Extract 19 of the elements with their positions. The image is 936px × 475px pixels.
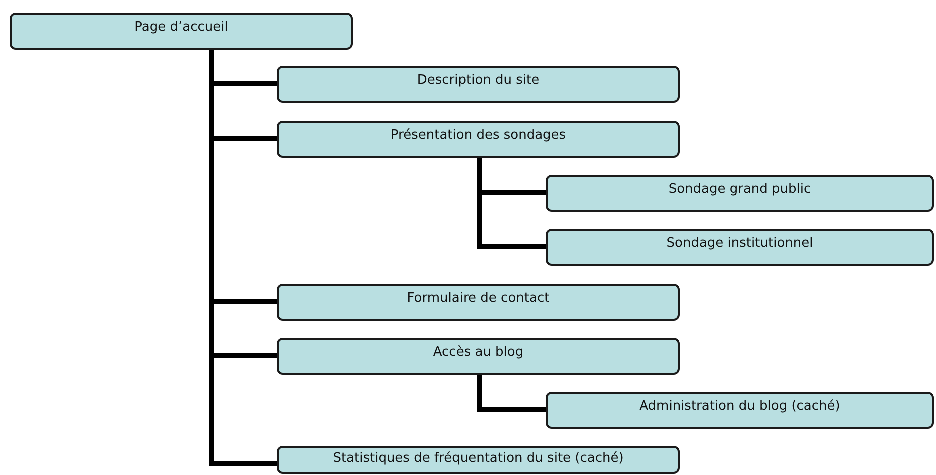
page-box [10, 13, 353, 50]
page-box [546, 392, 934, 429]
page-box [277, 66, 680, 103]
page-title: Présentation des sondages [390, 128, 566, 143]
page-box [546, 175, 934, 212]
page-title: Administration du blog (caché) [640, 399, 840, 414]
page-box [277, 446, 680, 474]
page-title: Sondage institutionnel [666, 236, 814, 251]
page-title: Sondage grand public [668, 182, 812, 197]
page-box [277, 338, 680, 375]
page-box [277, 121, 680, 158]
page-title: Accès au blog [433, 345, 524, 360]
page-title: Page d’accueil [134, 20, 228, 35]
page-box [277, 284, 680, 321]
page-title: Description du site [417, 73, 540, 88]
page-box [546, 229, 934, 266]
connector-line [478, 375, 546, 412]
page-title: Statistiques de fréquentation du site (caché) [333, 451, 624, 466]
page-title: Formulaire de contact [407, 291, 550, 306]
